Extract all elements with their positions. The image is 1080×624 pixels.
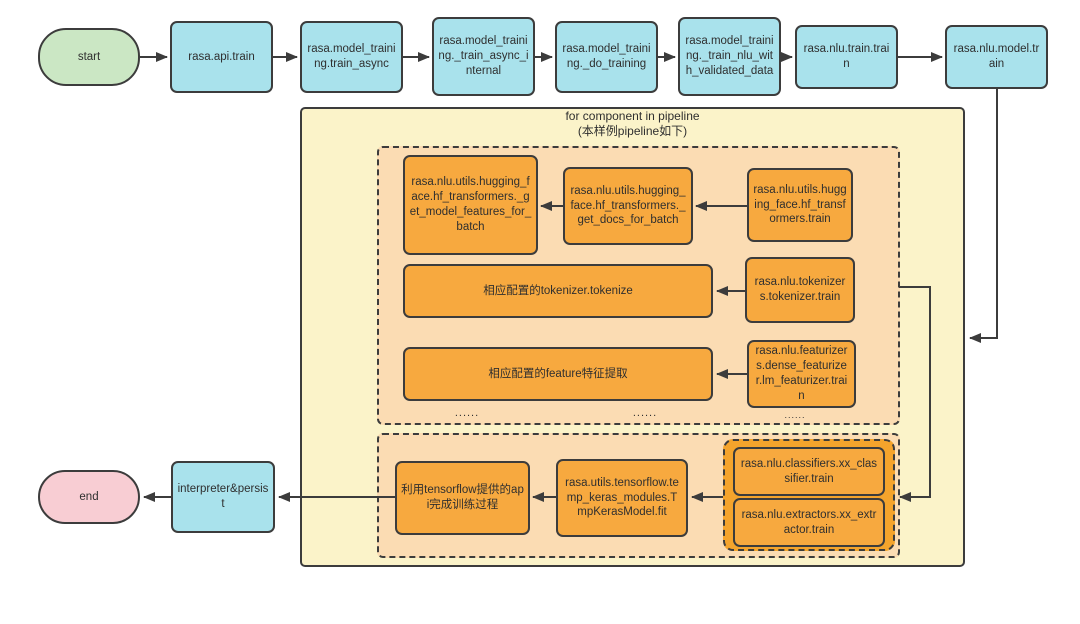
node-tokenizer-tokenize: 相应配置的tokenizer.tokenize	[403, 264, 713, 318]
arrow-model-train-to-loop-container	[969, 89, 998, 343]
ellipsis-left: ......	[454, 407, 480, 419]
node-rasa-api-train: rasa.api.train	[170, 21, 273, 93]
loop-title-line2: (本样例pipeline如下)	[577, 124, 688, 138]
node-hf-transformers-train: rasa.nlu.utils.hugging_face.hf_transform…	[747, 168, 853, 242]
node-do-training: rasa.model_training._do_training	[555, 21, 658, 93]
node-start: start	[38, 28, 140, 86]
node-tensorflow-api: 利用tensorflow提供的api完成训练过程	[395, 461, 530, 535]
node-classifier-train: rasa.nlu.classifiers.xx_classifier.train	[733, 447, 885, 496]
node-tokenizer-train: rasa.nlu.tokenizers.tokenizer.train	[745, 257, 855, 323]
node-keras-fit: rasa.utils.tensorflow.temp_keras_modules…	[556, 459, 688, 537]
ellipsis-middle: ......	[632, 407, 658, 419]
node-extractor-train: rasa.nlu.extractors.xx_extractor.train	[733, 498, 885, 547]
node-end: end	[38, 470, 140, 524]
node-train-nlu-with-validated-data: rasa.model_training._train_nlu_with_vali…	[678, 17, 781, 96]
node-featurizer-extract: 相应配置的feature特征提取	[403, 347, 713, 401]
node-hf-get-docs-for-batch: rasa.nlu.utils.hugging_face.hf_transform…	[563, 167, 693, 245]
node-featurizer-train: rasa.nlu.featurizers.dense_featurizer.lm…	[747, 340, 856, 408]
node-train-async: rasa.model_training.train_async	[300, 21, 403, 93]
loop-container-title: for component in pipeline (本样例pipeline如下…	[300, 109, 965, 139]
loop-title-line1: for component in pipeline	[565, 109, 700, 123]
node-nlu-model-train: rasa.nlu.model.train	[945, 25, 1048, 89]
node-train-async-internal: rasa.model_training._train_async_interna…	[432, 17, 535, 96]
node-interpreter-persist: interpreter&persist	[171, 461, 275, 533]
ellipsis-right: ......	[784, 410, 806, 420]
node-nlu-train-train: rasa.nlu.train.train	[795, 25, 898, 89]
node-hf-get-model-features-for-batch: rasa.nlu.utils.hugging_face.hf_transform…	[403, 155, 538, 255]
